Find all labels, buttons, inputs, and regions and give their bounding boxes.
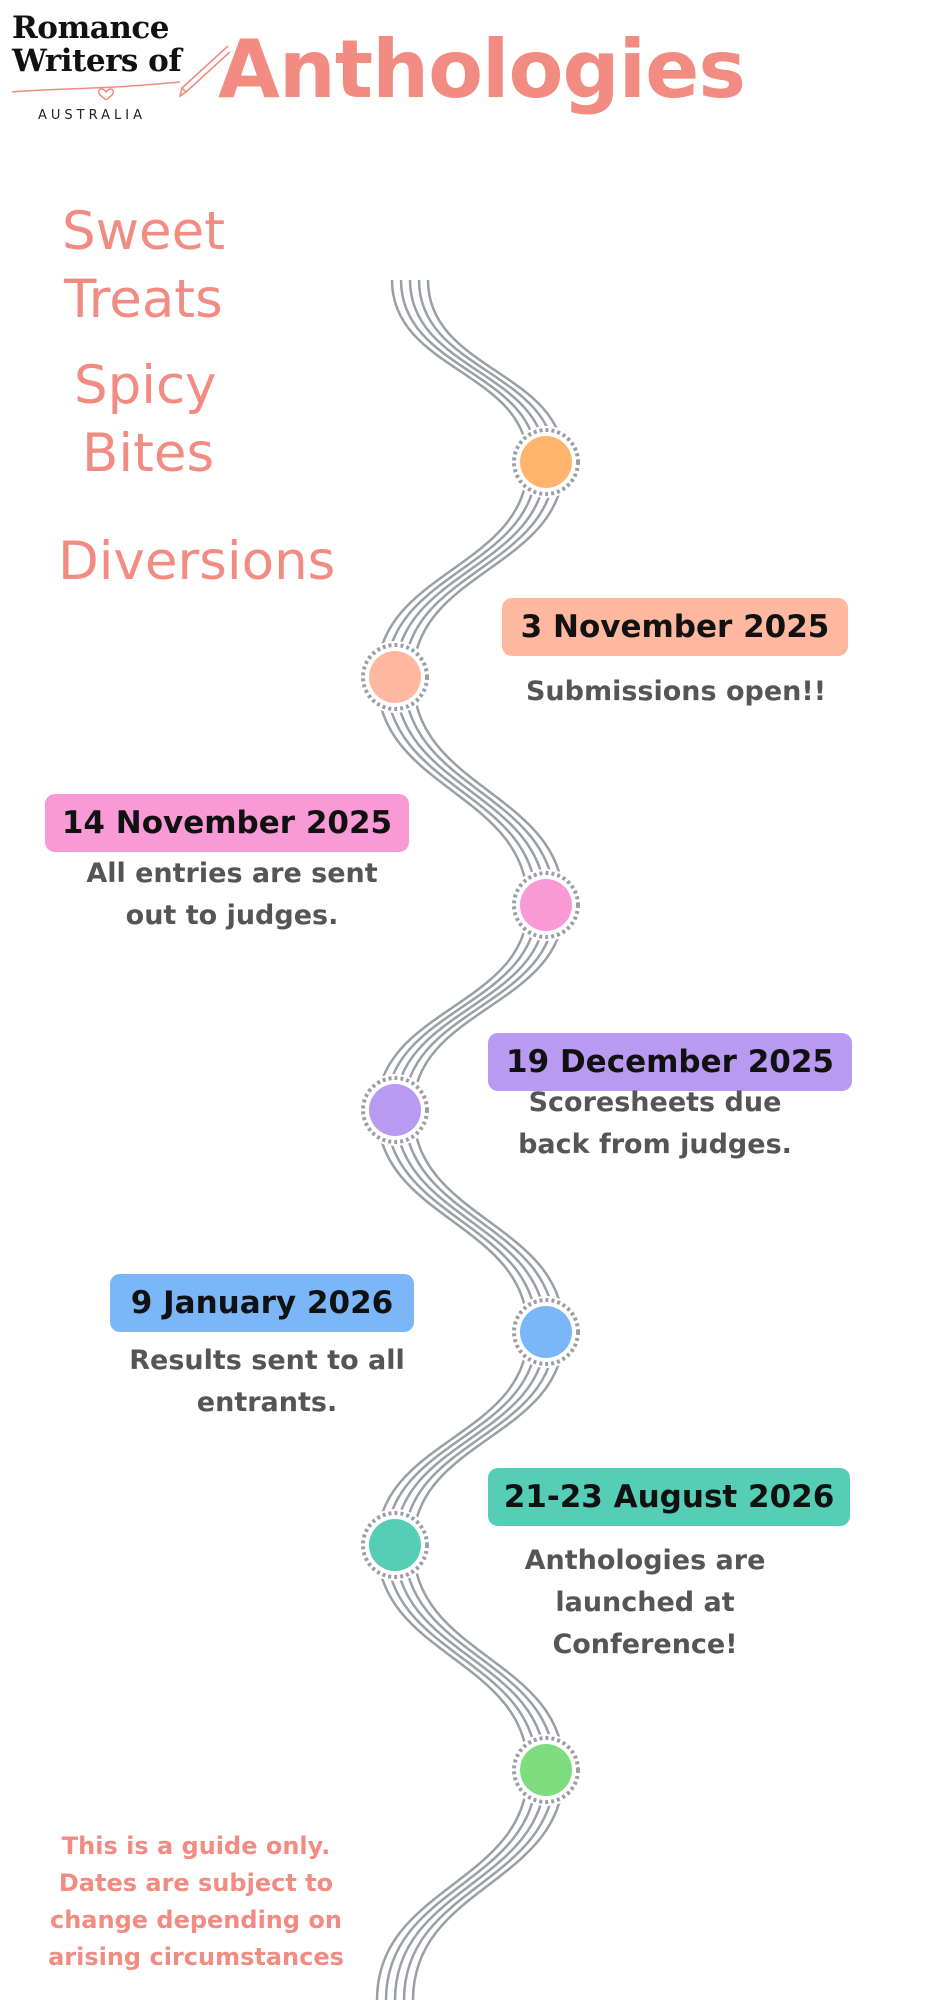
timeline-node bbox=[359, 641, 431, 713]
milestone-text-line: out to judges. bbox=[125, 900, 339, 931]
page-title: Anthologies bbox=[218, 23, 746, 116]
milestone-text-line: Submissions open!! bbox=[525, 676, 827, 707]
note-line: change depending on bbox=[49, 1906, 342, 1934]
milestone-date: 9 January 2026 bbox=[130, 1285, 394, 1321]
category-bites: Bites bbox=[82, 423, 215, 484]
milestone-date: 3 November 2025 bbox=[520, 609, 830, 645]
milestone-text-line: launched at bbox=[555, 1587, 735, 1618]
milestone-date-pill: 14 November 2025 bbox=[45, 794, 409, 852]
timeline-node bbox=[359, 1509, 431, 1581]
milestone-text-line: Scoresheets due bbox=[528, 1087, 782, 1118]
milestone-date: 21-23 August 2026 bbox=[503, 1479, 835, 1515]
logo-line3: AUSTRALIA bbox=[38, 108, 146, 123]
logo-heart-underline-icon bbox=[11, 45, 230, 100]
milestone-description: Submissions open!! bbox=[500, 671, 852, 713]
milestone-date-pill: 21-23 August 2026 bbox=[488, 1468, 850, 1526]
milestone-date-pill: 19 December 2025 bbox=[488, 1033, 852, 1091]
logo: Romance Writers of bbox=[12, 10, 182, 79]
milestone-text-line: Results sent to all bbox=[129, 1345, 405, 1376]
logo-line2: Writers of bbox=[12, 43, 182, 79]
category-sweet: Sweet bbox=[62, 201, 225, 262]
milestone-description: Anthologies are launched at Conference! bbox=[480, 1540, 810, 1666]
milestone-text-line: entrants. bbox=[196, 1387, 338, 1418]
note-line: arising circumstances bbox=[48, 1943, 344, 1971]
timeline-node bbox=[510, 1296, 582, 1368]
milestone-description: All entries are sent out to judges. bbox=[55, 853, 409, 937]
category-spicy: Spicy bbox=[74, 355, 217, 416]
disclaimer-note: This is a guide only. Dates are subject … bbox=[40, 1828, 352, 1976]
timeline-node bbox=[510, 1734, 582, 1806]
note-line: Dates are subject to bbox=[58, 1869, 334, 1897]
timeline-node bbox=[510, 426, 582, 498]
milestone-text-line: All entries are sent bbox=[86, 858, 378, 889]
milestone-date-pill: 3 November 2025 bbox=[502, 598, 848, 656]
note-line: This is a guide only. bbox=[61, 1832, 331, 1860]
timeline-node bbox=[359, 1074, 431, 1146]
milestone-description: Scoresheets due back from judges. bbox=[480, 1082, 830, 1166]
logo-line1: Romance bbox=[12, 10, 169, 46]
milestone-text-line: Anthologies are bbox=[524, 1545, 766, 1576]
milestone-text-line: back from judges. bbox=[518, 1129, 792, 1160]
milestone-text-line: Conference! bbox=[552, 1629, 738, 1660]
timeline-node bbox=[510, 869, 582, 941]
milestone-date: 19 December 2025 bbox=[506, 1044, 834, 1080]
category-treats: Treats bbox=[64, 269, 223, 330]
category-diversions: Diversions bbox=[58, 531, 336, 592]
milestone-date: 14 November 2025 bbox=[61, 805, 393, 841]
milestone-description: Results sent to all entrants. bbox=[100, 1340, 434, 1424]
milestone-date-pill: 9 January 2026 bbox=[110, 1274, 414, 1332]
